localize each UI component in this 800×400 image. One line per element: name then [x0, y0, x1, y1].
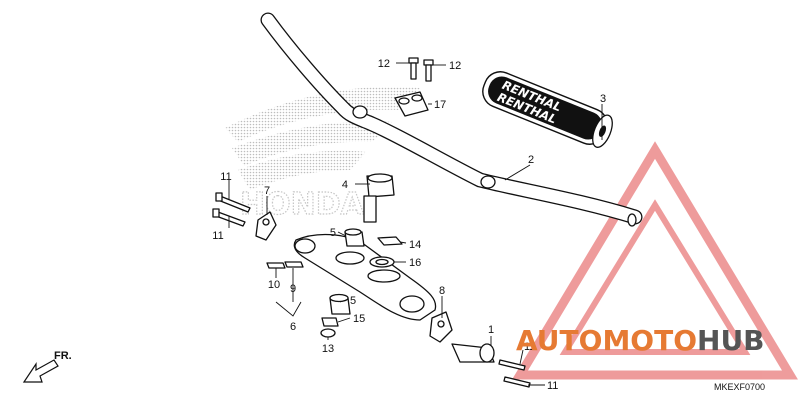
bolt-12-left: [408, 57, 419, 80]
collar-5-lower: [329, 293, 351, 315]
callout-11-lower-b: 11: [547, 380, 558, 392]
honda-watermark-text: HONDA: [240, 187, 365, 222]
callout-11-upper-a: 11: [220, 171, 231, 183]
crossbar-pad: RENTHAL RENTHAL: [482, 71, 613, 148]
callout-6: 6: [290, 321, 296, 333]
callout-12-left: 12: [378, 58, 390, 70]
bolt-12-right: [423, 59, 434, 82]
callout-12-right: 12: [449, 60, 461, 72]
automotohub-watermark: AUTOMOTOHUB: [516, 324, 765, 357]
pad-10: [266, 262, 286, 269]
bolt-11-upper-a: [215, 192, 251, 213]
callout-3: 3: [600, 93, 606, 105]
bolt-11-upper-b: [212, 208, 246, 227]
callout-15: 16: [409, 257, 421, 269]
bracket-8: [429, 311, 453, 343]
washer-15: [369, 256, 395, 268]
washer-13: [377, 236, 403, 246]
callout-8: 8: [439, 285, 445, 297]
diagram-code: MKEXF0700: [714, 382, 765, 392]
callout-9: 9: [290, 283, 296, 295]
upper-holder: [394, 91, 429, 117]
collar-5-upper: [344, 228, 365, 247]
callout-labels: 3 2 12 12 17 4 5 14 16 5 15 13 11 11 7 1…: [212, 58, 606, 392]
callout-11-upper-b: 11: [212, 230, 223, 242]
bolt-11-lower-b: [503, 376, 531, 388]
nut-16: [321, 317, 339, 327]
bolt-11-lower-a: [498, 359, 526, 371]
handlebar-center-mark: [480, 175, 496, 189]
callout-1: 1: [488, 324, 494, 336]
top-bridge: [293, 233, 437, 321]
brand-right: HUB: [697, 324, 765, 357]
callout-10: 10: [268, 279, 280, 291]
front-direction-marker: FR.: [22, 350, 72, 383]
callout-16: 15: [353, 313, 365, 325]
plate-7: [255, 211, 277, 241]
washer-14: [320, 328, 336, 338]
pad-9: [284, 261, 304, 268]
triangle-watermark: [512, 141, 798, 380]
callout-17: 17: [434, 99, 446, 111]
handlebar: [260, 12, 643, 227]
honda-wing-watermark: HONDA: [225, 86, 420, 223]
brand-left: AUTOMOTO: [516, 324, 697, 357]
callout-14: 13: [322, 343, 334, 355]
callout-7: 7: [264, 185, 270, 197]
callout-11-lower-a: 11: [524, 341, 535, 353]
lower-holder-1: [451, 343, 495, 363]
callout-13: 14: [409, 239, 421, 251]
callout-5-lower: 5: [350, 295, 356, 307]
front-marker-label: FR.: [54, 350, 72, 362]
callout-5-upper: 5: [330, 227, 336, 239]
callout-2: 2: [528, 154, 534, 166]
leader-lines: [228, 62, 603, 386]
lower-holder: [363, 173, 395, 223]
callout-4: 4: [342, 179, 348, 191]
